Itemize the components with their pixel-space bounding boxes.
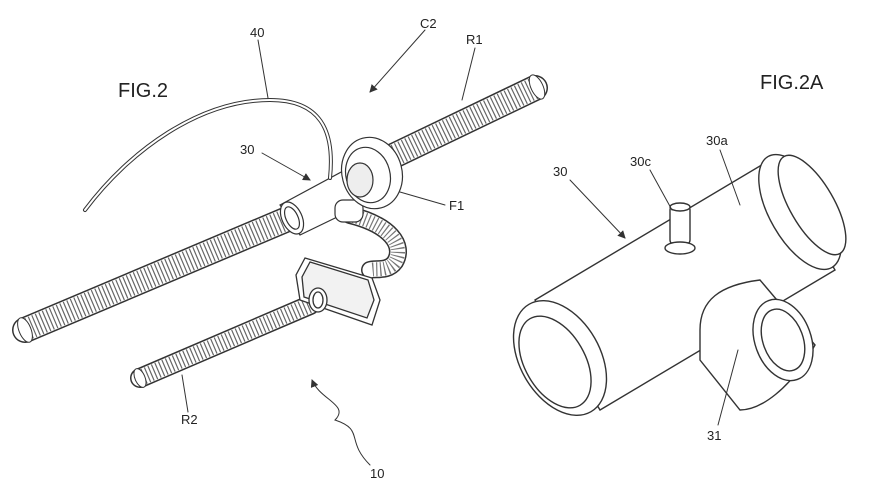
t-piece-fig2a [512, 153, 847, 416]
fig-2-title: FIG.2 [118, 80, 169, 102]
label-r1: R1 [466, 32, 483, 47]
label-c2: C2 [420, 16, 437, 31]
label-30-fig2a: 30 [553, 164, 568, 179]
leader-lines-fig2 [181, 29, 476, 466]
label-30c: 30c [630, 154, 651, 169]
label-30a: 30a [706, 133, 728, 148]
fig-2a-title: FIG.2A [760, 72, 824, 94]
label-10: 10 [370, 466, 385, 481]
filter-f1 [340, 136, 404, 210]
t-piece-fig2 [279, 169, 364, 236]
leader-lines-fig2a [569, 149, 741, 426]
cable-40 [83, 97, 333, 212]
filter-box [295, 257, 381, 326]
label-r2: R2 [181, 412, 198, 427]
label-30: 30 [240, 142, 255, 157]
label-31: 31 [707, 428, 722, 443]
hose-r2 [130, 295, 320, 388]
label-40: 40 [250, 25, 265, 40]
hose-lower-left [12, 205, 303, 343]
hose-r1 [372, 74, 548, 173]
label-f1: F1 [449, 198, 465, 213]
